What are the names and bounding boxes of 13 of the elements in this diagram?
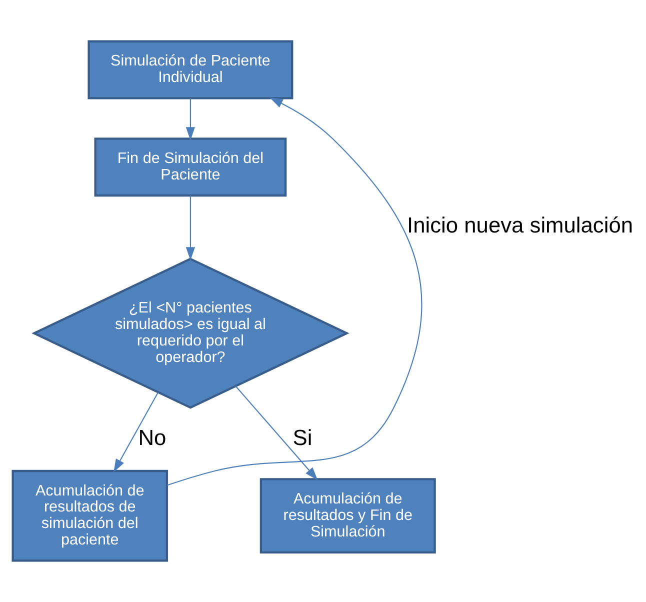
arrow [114, 392, 159, 472]
edge-label: No [138, 424, 166, 450]
node-box: Simulación de Paciente Individual [88, 40, 294, 100]
node-box: Fin de Simulación del Paciente [94, 138, 287, 197]
arrow [186, 98, 196, 140]
node-diamond: ¿El <N° pacientes simulados> es igual al requerido por el operador? [32, 258, 350, 409]
arrow [186, 196, 196, 260]
node-box: Acumulación de resultados y Fin de Simulación [260, 478, 436, 554]
edge-label: Si [292, 424, 312, 450]
arrow [236, 386, 318, 480]
node-box: Acumulación de resultados de simulación del paciente [12, 470, 168, 562]
arrow [166, 98, 422, 486]
edge-label: Inicio nueva simulación [407, 212, 634, 238]
